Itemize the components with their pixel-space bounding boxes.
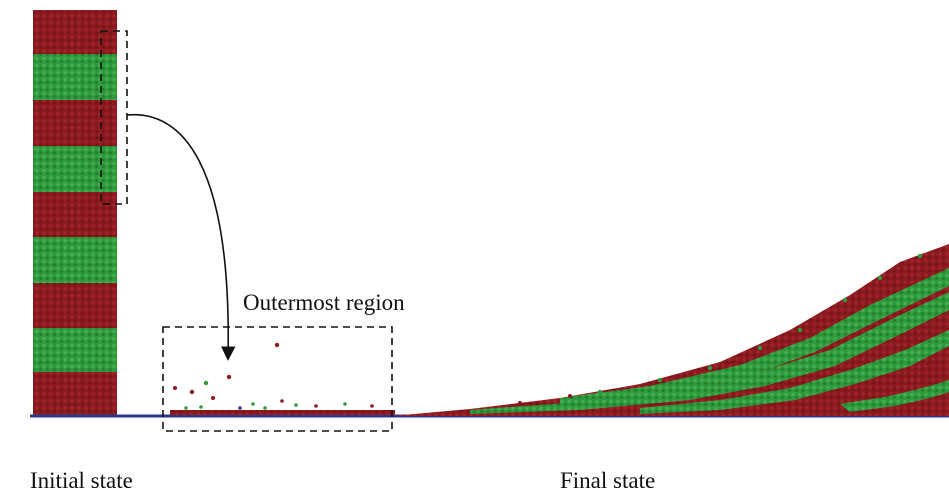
column-layer-green (33, 237, 117, 283)
column-layer-red (33, 192, 117, 237)
heap-green-band (840, 380, 949, 412)
heap-green-band (470, 292, 949, 414)
column-layer-green (33, 54, 117, 100)
curved-arrow (126, 113, 236, 361)
final-heap (392, 244, 949, 416)
column-layer-red (33, 372, 117, 415)
column-layer-red (33, 283, 117, 328)
runout-grains (170, 342, 395, 415)
heap-surface-grains (518, 253, 923, 405)
column-layer-red (33, 100, 117, 146)
initial-state-caption: Initial state (30, 468, 133, 493)
column-dashed-box (100, 30, 128, 205)
column-layer-red (33, 10, 117, 54)
outermost-region-label: Outermost region (243, 290, 405, 315)
column-layer-green (33, 146, 117, 192)
column-layer-green (33, 328, 117, 372)
initial-column (33, 10, 117, 415)
heap-green-band (640, 330, 949, 414)
final-state-caption: Final state (560, 468, 656, 493)
